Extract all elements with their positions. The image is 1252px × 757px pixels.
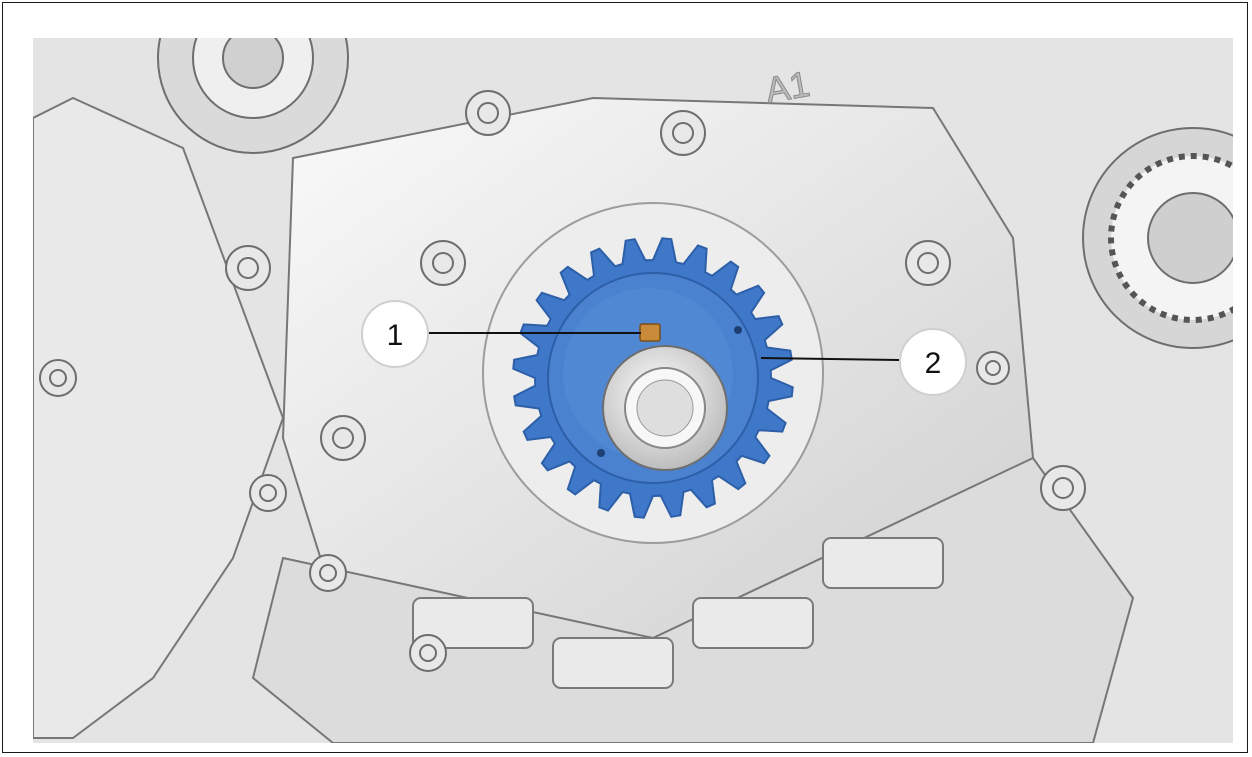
left-bracket: [33, 96, 285, 739]
callout-1-bubble: [361, 300, 429, 368]
callout-2-bubble: [899, 328, 967, 396]
engraved-marking: A1: [762, 63, 812, 111]
callout-2-leader: [760, 357, 900, 361]
engine-illustration: A1 1: [33, 38, 1233, 743]
callout-2: 2: [760, 328, 967, 396]
callout-1-label: 1: [387, 319, 404, 352]
callout-1: 1: [361, 300, 641, 368]
bolts: [39, 90, 1086, 672]
crankshaft-hub: [602, 345, 728, 471]
callout-2-label: 2: [925, 347, 942, 380]
upper-left-sprocket: [157, 38, 349, 154]
lower-housing-ribs: [412, 537, 944, 689]
woodruff-key: [639, 323, 661, 342]
tensioner-pulley: [1082, 127, 1233, 349]
